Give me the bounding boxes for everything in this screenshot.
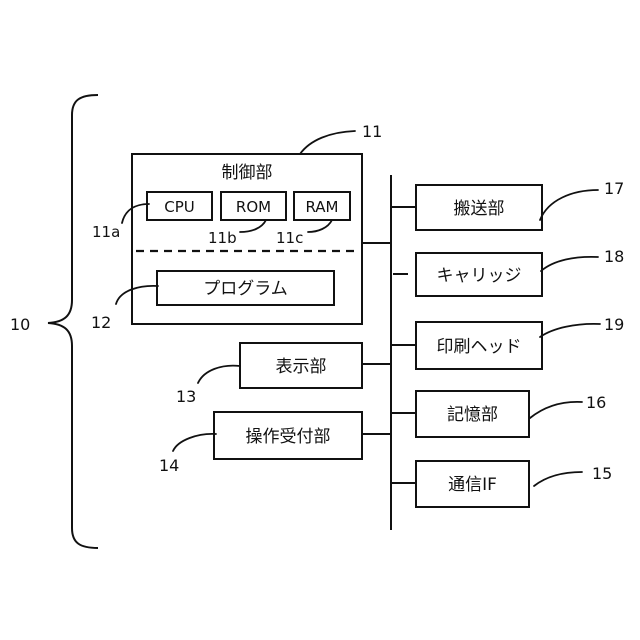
- print-head-label: 印刷ヘッド: [437, 337, 522, 357]
- display-label: 表示部: [276, 357, 327, 377]
- carriage-label: キャリッジ: [437, 266, 522, 286]
- print-head-leader: [540, 324, 600, 337]
- transport-leader: [540, 190, 598, 220]
- transport-label: 搬送部: [454, 199, 505, 219]
- ram-ref: 11c: [276, 229, 303, 247]
- storage-leader: [530, 402, 582, 418]
- control-unit-leader: [300, 131, 355, 154]
- print-head-ref: 19: [604, 315, 624, 334]
- transport-ref: 17: [604, 179, 624, 198]
- device-ref: 10: [10, 315, 30, 334]
- ram-label: RAM: [305, 198, 338, 216]
- program-ref: 12: [91, 313, 111, 332]
- cpu-label: CPU: [164, 198, 195, 216]
- carriage-ref: 18: [604, 247, 624, 266]
- storage-ref: 16: [586, 393, 606, 412]
- carriage-leader: [541, 257, 598, 271]
- rom-label: ROM: [236, 198, 271, 216]
- comm-if-label: 通信IF: [448, 475, 497, 495]
- control-unit-ref: 11: [362, 122, 382, 141]
- rom-ref: 11b: [208, 229, 237, 247]
- operation-leader: [173, 434, 216, 451]
- control-unit-title: 制御部: [222, 163, 273, 183]
- comm-if-leader: [534, 472, 582, 486]
- display-ref: 13: [176, 387, 196, 406]
- program-label: プログラム: [203, 279, 288, 299]
- storage-label: 記憶部: [447, 405, 498, 425]
- operation-ref: 14: [159, 456, 179, 475]
- operation-label: 操作受付部: [246, 427, 331, 447]
- comm-if-ref: 15: [592, 464, 612, 483]
- display-leader: [198, 366, 240, 383]
- cpu-ref: 11a: [92, 223, 120, 241]
